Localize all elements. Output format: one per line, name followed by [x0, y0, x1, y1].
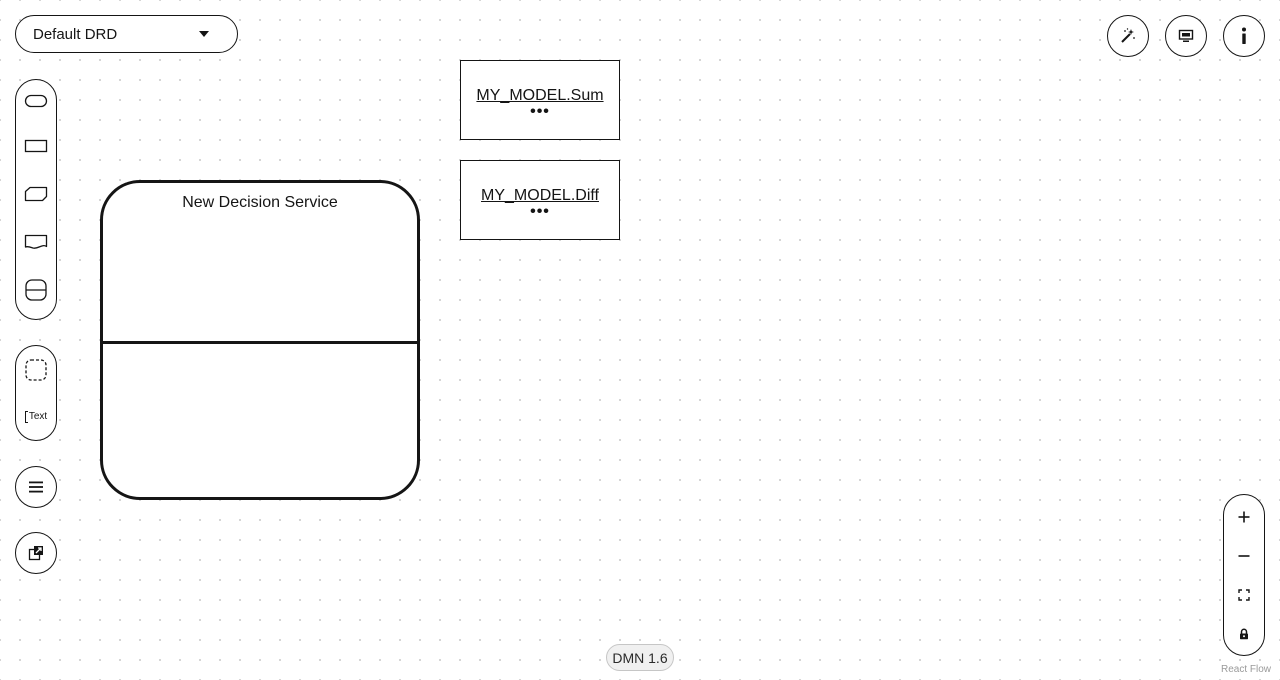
- palette-decision-service[interactable]: [16, 266, 56, 314]
- group-icon: [25, 358, 47, 381]
- decision-icon: [24, 139, 48, 153]
- drg-nodes-button[interactable]: [15, 466, 57, 508]
- dmn-version-badge: DMN 1.6: [606, 644, 674, 671]
- node-menu-button[interactable]: •••: [530, 203, 550, 220]
- palette-input-data[interactable]: [16, 80, 56, 122]
- screen-icon: [1178, 29, 1194, 42]
- decision-service-icon: [25, 279, 47, 301]
- overlays-button[interactable]: [1165, 15, 1207, 57]
- plus-icon: [1238, 511, 1250, 522]
- function-node-sum[interactable]: MY_MODEL.Sum •••: [460, 60, 620, 140]
- list-icon: [29, 481, 43, 493]
- decision-service-divider[interactable]: [103, 341, 417, 344]
- fit-view-icon: [1238, 588, 1250, 601]
- node-palette: [15, 79, 57, 320]
- node-name: MY_MODEL.Diff: [481, 187, 599, 204]
- business-knowledge-model-icon: [24, 186, 48, 202]
- autolayout-button[interactable]: [1107, 15, 1149, 57]
- drd-selector-label: Default DRD: [33, 25, 118, 43]
- palette-decision[interactable]: [16, 122, 56, 170]
- palette-text-annotation[interactable]: Text: [16, 393, 56, 440]
- fit-view-button[interactable]: [1224, 576, 1264, 614]
- palette-group[interactable]: [16, 346, 56, 393]
- palette-knowledge-source[interactable]: [16, 218, 56, 266]
- external-models-button[interactable]: [15, 532, 57, 574]
- node-menu-button[interactable]: •••: [530, 103, 550, 120]
- zoom-out-button[interactable]: [1224, 537, 1264, 575]
- function-node-diff[interactable]: MY_MODEL.Diff •••: [460, 160, 620, 240]
- node-name: MY_MODEL.Sum: [476, 87, 604, 104]
- lock-icon: [1240, 628, 1248, 639]
- palette-business-knowledge-model[interactable]: [16, 170, 56, 218]
- annotation-palette: Text: [15, 345, 57, 441]
- text-annotation-label: Text: [28, 411, 48, 422]
- decision-service-node[interactable]: New Decision Service: [100, 180, 420, 500]
- decision-service-title: New Decision Service: [182, 194, 338, 211]
- info-icon: [1242, 27, 1246, 44]
- text-annotation-icon: Text: [24, 410, 48, 423]
- external-link-icon: [28, 546, 43, 561]
- minus-icon: [1238, 554, 1250, 557]
- zoom-in-button[interactable]: [1224, 498, 1264, 536]
- lock-button[interactable]: [1224, 615, 1264, 653]
- info-button[interactable]: [1223, 15, 1265, 57]
- react-flow-attribution[interactable]: React Flow: [1221, 664, 1272, 675]
- zoom-controls: [1223, 494, 1265, 656]
- drd-selector[interactable]: Default DRD: [15, 15, 238, 53]
- chevron-down-icon: [199, 31, 209, 37]
- knowledge-source-icon: [24, 234, 48, 249]
- magic-wand-icon: [1121, 28, 1135, 43]
- input-data-icon: [24, 94, 48, 108]
